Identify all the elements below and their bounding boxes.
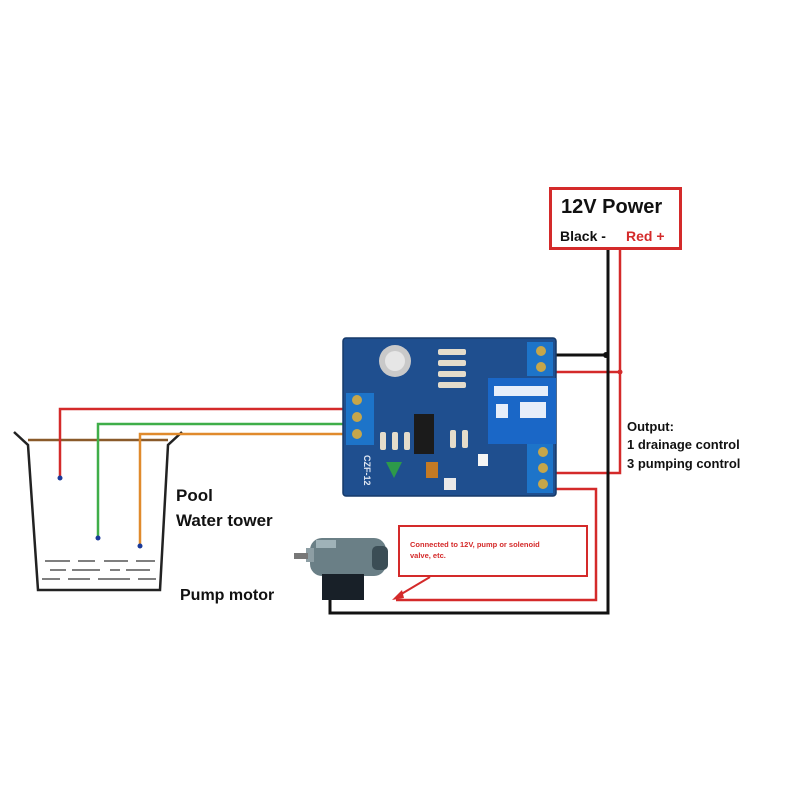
output-line-drainage: 1 drainage control <box>627 437 740 452</box>
note-arrow <box>397 576 431 597</box>
water-ripples <box>42 560 156 580</box>
power-supply-box: 12V Power Black - Red + <box>549 187 682 250</box>
probe-tip-high <box>57 475 63 481</box>
pump-motor-image <box>294 538 388 600</box>
output-terminal-block <box>527 443 553 493</box>
black-power-wire <box>552 250 610 357</box>
ic-chip <box>414 414 434 454</box>
orange-probe-wire <box>138 432 345 546</box>
board-silkscreen: CZF-12 <box>362 455 372 486</box>
pool-label: Pool <box>176 486 213 505</box>
diode <box>426 462 438 478</box>
power-black-label: Black - <box>560 228 606 244</box>
probe-tip-low <box>137 543 143 549</box>
power-title: 12V Power <box>561 196 663 218</box>
black-motor-wire <box>328 355 610 615</box>
power-terminal-block <box>527 342 553 376</box>
water-tank <box>13 431 183 592</box>
red-probe-wire <box>58 407 345 478</box>
output-line-pumping: 3 pumping control <box>627 456 741 471</box>
jumper <box>444 478 456 490</box>
water-tower-label: Water tower <box>176 511 273 530</box>
resistor-array <box>380 349 468 450</box>
green-probe-wire <box>96 422 345 538</box>
controller-board: CZF-12 <box>342 337 557 497</box>
probe-tip-mid <box>95 535 101 541</box>
pump-motor-label: Pump motor <box>180 587 275 604</box>
relay <box>488 378 556 444</box>
output-title: Output: <box>627 419 674 434</box>
red-output-wire <box>552 372 622 475</box>
capacitor <box>379 345 411 377</box>
led-indicator <box>386 462 402 478</box>
status-led <box>478 454 488 466</box>
note-text: Connected to 12V, pump or solenoid valve… <box>410 540 540 560</box>
note-box: Connected to 12V, pump or solenoid valve… <box>398 525 588 577</box>
red-motor-wire <box>396 487 598 602</box>
power-red-label: Red + <box>626 228 665 244</box>
probe-terminal-block <box>346 393 374 445</box>
